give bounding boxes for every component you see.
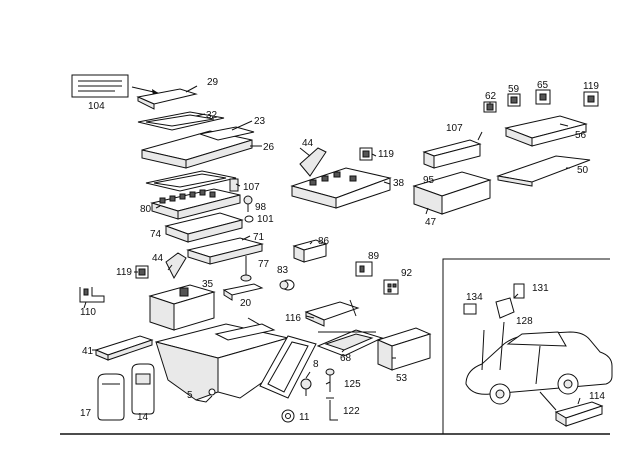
part-83-grommet [279,279,295,291]
part-cover-plate [259,335,317,399]
callout-98: 98 [255,202,267,213]
part-98-screw [243,195,253,212]
callout-104: 104 [88,101,105,112]
callout-11: 11 [299,412,310,423]
callout-50: 50 [577,165,589,176]
part-119-relay-right [583,91,599,107]
callout-92: 92 [401,268,413,279]
callout-89: 89 [368,251,380,262]
callout-41: 41 [82,346,94,357]
part-74-fuse-carrier-mid [164,212,244,243]
callout-32: 32 [206,110,218,121]
part-134-relay [463,303,477,315]
part-110-bracket [79,287,105,303]
callout-119-right: 119 [583,81,599,92]
part-seal-frame [145,170,237,192]
callout-122: 122 [343,406,360,417]
callout-14: 14 [137,412,149,423]
callout-23: 23 [254,116,266,127]
callout-35: 35 [202,279,214,290]
part-44-bracket-right [299,147,327,177]
part-107-fuse-small [229,178,239,192]
part-11-nut [281,409,295,423]
part-44-bracket-left [165,252,187,280]
callout-128: 128 [516,316,533,327]
part-125-screw [325,368,335,392]
callout-56: 56 [575,130,587,141]
part-119-relay-center [359,147,373,161]
part-17-boot [97,373,125,421]
part-50-bracket-rail [496,155,591,187]
callout-53: 53 [396,373,408,384]
callout-119-center: 119 [378,149,394,160]
callout-71: 71 [253,232,265,243]
inset-frame [442,258,610,434]
part-53-control-module [376,327,432,371]
part-80-fuse-carrier-top [150,188,241,220]
part-101-washer [244,215,254,223]
callout-65: 65 [537,80,549,91]
callout-83: 83 [277,265,289,276]
callout-116: 116 [285,313,301,324]
leader-lines [83,85,581,405]
part-107-fuse-strip-right [422,139,482,169]
callout-74: 74 [150,229,162,240]
callout-59: 59 [508,84,520,95]
part-inner-frame [214,323,276,341]
callout-68: 68 [340,353,352,364]
part-122-bracket [326,397,338,421]
part-59-relay [507,93,521,107]
callout-134: 134 [466,292,483,303]
part-86-relay-socket [292,239,328,263]
callout-29: 29 [207,77,219,88]
callout-20: 20 [240,298,252,309]
callout-131: 131 [532,283,549,294]
part-131-relay [513,283,525,299]
part-35-relay-block [148,284,216,331]
callout-26: 26 [263,142,275,153]
callout-5: 5 [187,390,193,401]
callout-119-left: 119 [116,267,132,278]
callout-86: 86 [318,236,330,247]
callout-125: 125 [344,379,361,390]
callout-17: 17 [80,408,92,419]
callout-107-left: 107 [243,182,260,193]
part-77-stud [240,256,252,282]
part-104-label-sticker [71,74,129,98]
callout-38: 38 [393,178,405,189]
callout-44-right: 44 [302,138,314,149]
callout-110: 110 [80,307,96,318]
part-56-relay-carrier [504,115,588,147]
callout-62: 62 [485,91,497,102]
part-95-47-fuse-box-right [412,171,492,215]
part-128-relay-block [495,297,515,319]
callout-8: 8 [313,359,319,370]
part-71-fuse-strip [186,237,264,265]
part-20-fuse-block-small [222,283,264,301]
part-32-gasket [137,111,225,131]
part-14-cover-boot [131,363,155,415]
callout-47: 47 [425,217,437,228]
part-29-cover-lid [136,88,198,110]
callout-80: 80 [140,204,152,215]
car-outline [465,331,613,405]
callout-101: 101 [257,214,274,225]
part-41-fuse-strip-long [94,335,154,361]
callout-107-right: 107 [446,123,463,134]
callout-77: 77 [258,259,270,270]
part-38-relay-box [290,167,392,209]
part-8-bolt [300,378,312,396]
callout-114: 114 [589,391,605,402]
part-68-mounting-plate [316,329,384,357]
part-65-relay [535,89,551,105]
part-23-26-upper-cover [141,126,255,169]
part-114-fuse-block [554,401,604,427]
part-116-bracket [304,299,360,327]
part-89-relay [355,261,373,277]
callout-95: 95 [423,175,435,186]
part-92-connector [383,279,399,295]
callout-44-left: 44 [152,253,164,264]
